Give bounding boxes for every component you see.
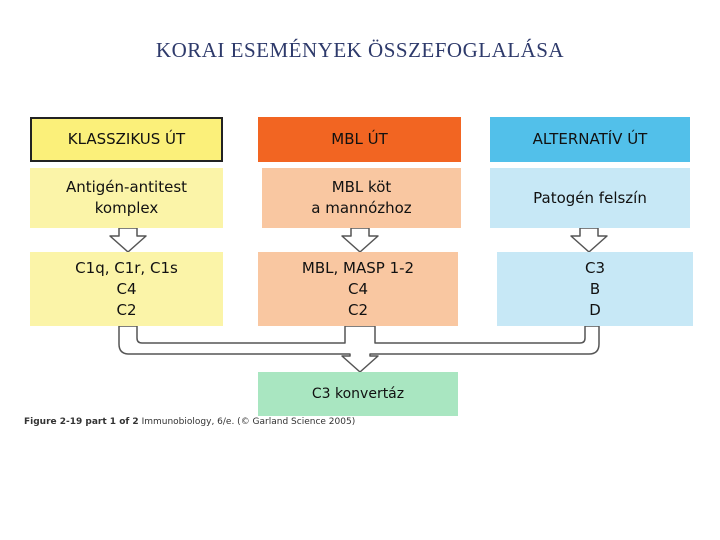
arrow-merge <box>118 325 600 373</box>
figure-caption: Figure 2-19 part 1 of 2 Immunobiology, 6… <box>24 417 355 427</box>
alternative-trigger: Patogén felszín <box>490 168 690 228</box>
mbl-pathway-header: MBL ÚT <box>258 117 461 162</box>
c3-convertase: C3 konvertáz <box>258 372 458 416</box>
arrow-mbl-1 <box>341 227 379 253</box>
mbl-trigger: MBL köt a mannózhoz <box>262 168 461 228</box>
classical-trigger: Antigén-antitest komplex <box>30 168 223 228</box>
mbl-components: MBL, MASP 1-2 C4 C2 <box>258 252 458 326</box>
arrow-alternative-1 <box>570 227 608 253</box>
alternative-pathway-header: ALTERNATÍV ÚT <box>490 117 690 162</box>
slide-title: KORAI ESEMÉNYEK ÖSSZEFOGLALÁSA <box>155 38 565 62</box>
arrow-classical-1 <box>109 227 147 253</box>
caption-figure: Figure 2-19 part 1 of 2 <box>24 417 139 427</box>
caption-source: Immunobiology, 6/e. (© Garland Science 2… <box>141 417 356 427</box>
classical-components: C1q, C1r, C1s C4 C2 <box>30 252 223 326</box>
classical-pathway-header: KLASSZIKUS ÚT <box>30 117 223 162</box>
alternative-components: C3 B D <box>497 252 693 326</box>
